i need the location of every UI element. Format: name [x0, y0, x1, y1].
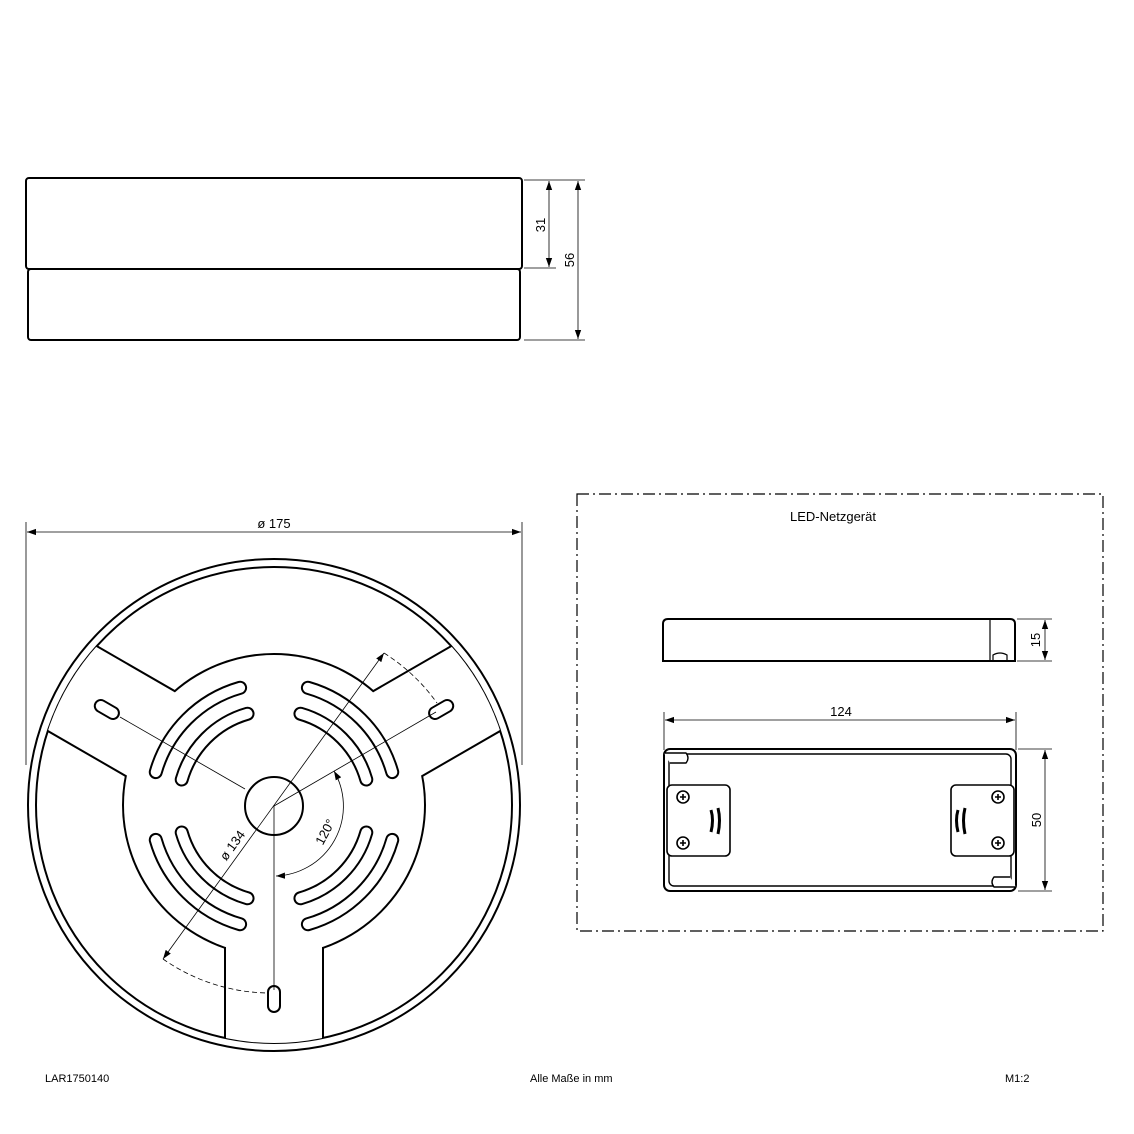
- power-supply-title: LED-Netzgerät: [790, 509, 876, 524]
- dim-psu-length: 124: [830, 704, 852, 719]
- dim-psu-height: 15: [1028, 633, 1043, 647]
- dim-psu-width: 50: [1029, 813, 1044, 827]
- mounting-hole: [93, 699, 120, 720]
- units-note: Alle Maße in mm: [530, 1073, 613, 1085]
- dim-height-total: 56: [562, 253, 577, 267]
- power-supply-detail: [576, 493, 1104, 932]
- luminaire-plan-view: [25, 522, 523, 1052]
- dim-height-upper: 31: [533, 218, 548, 232]
- scale-label: M1:2: [1005, 1073, 1030, 1085]
- dim-outer-diameter: ø 175: [257, 516, 290, 531]
- luminaire-side-view: [25, 177, 585, 341]
- article-number: LAR1750140: [45, 1073, 110, 1085]
